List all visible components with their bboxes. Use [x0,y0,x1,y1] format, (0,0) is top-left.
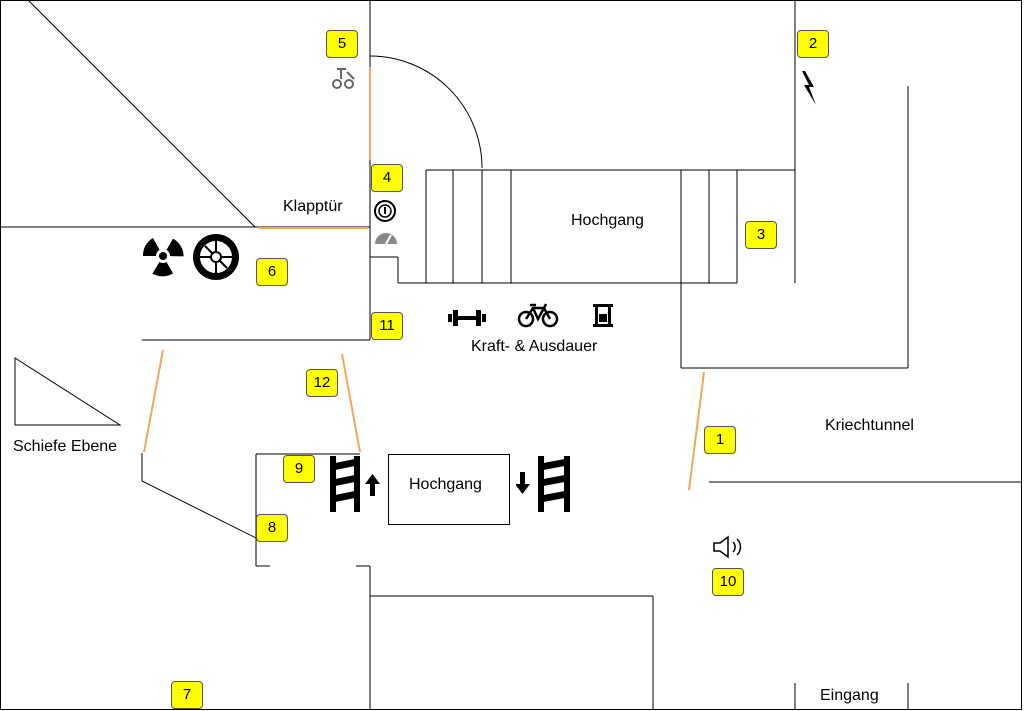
door-openings [143,67,705,491]
label-klapptuer: Klapptür [283,198,343,215]
label-hochgang-top: Hochgang [571,212,644,229]
station-marker-4[interactable]: 4 [371,164,403,192]
dumbbell-icon [448,310,486,326]
exercise-machine-icon [593,304,613,327]
station-marker-7[interactable]: 7 [171,681,203,709]
label-schiefe-ebene: Schiefe Ebene [13,438,118,455]
station-marker-11[interactable]: 11 [371,312,403,340]
label-kriechtunnel: Kriechtunnel [825,417,914,434]
tools-icon [332,68,355,89]
station-marker-8[interactable]: 8 [256,514,288,542]
label-hochgang-bottom: Hochgang [409,476,482,493]
pressure-gauge-icon [374,200,396,222]
label-kraft-ausdauer: Kraft- & Ausdauer [471,338,598,355]
station-marker-12[interactable]: 12 [306,369,338,397]
station-marker-6[interactable]: 6 [256,258,288,286]
lightning-icon [802,71,816,105]
tire-icon [193,234,239,280]
station-marker-1[interactable]: 1 [704,426,736,454]
station-marker-9[interactable]: 9 [283,455,315,483]
bicycle-icon [517,303,559,328]
ladder-down-icon [516,456,570,512]
ladder-up-icon [330,456,380,512]
station-marker-10[interactable]: 10 [712,568,744,596]
station-marker-5[interactable]: 5 [326,30,358,58]
station-marker-3[interactable]: 3 [745,221,777,249]
speaker-icon [713,535,742,559]
speedometer-icon [375,233,397,245]
station-marker-2[interactable]: 2 [797,30,829,58]
label-eingang: Eingang [820,687,879,704]
radiation-icon [142,238,184,277]
